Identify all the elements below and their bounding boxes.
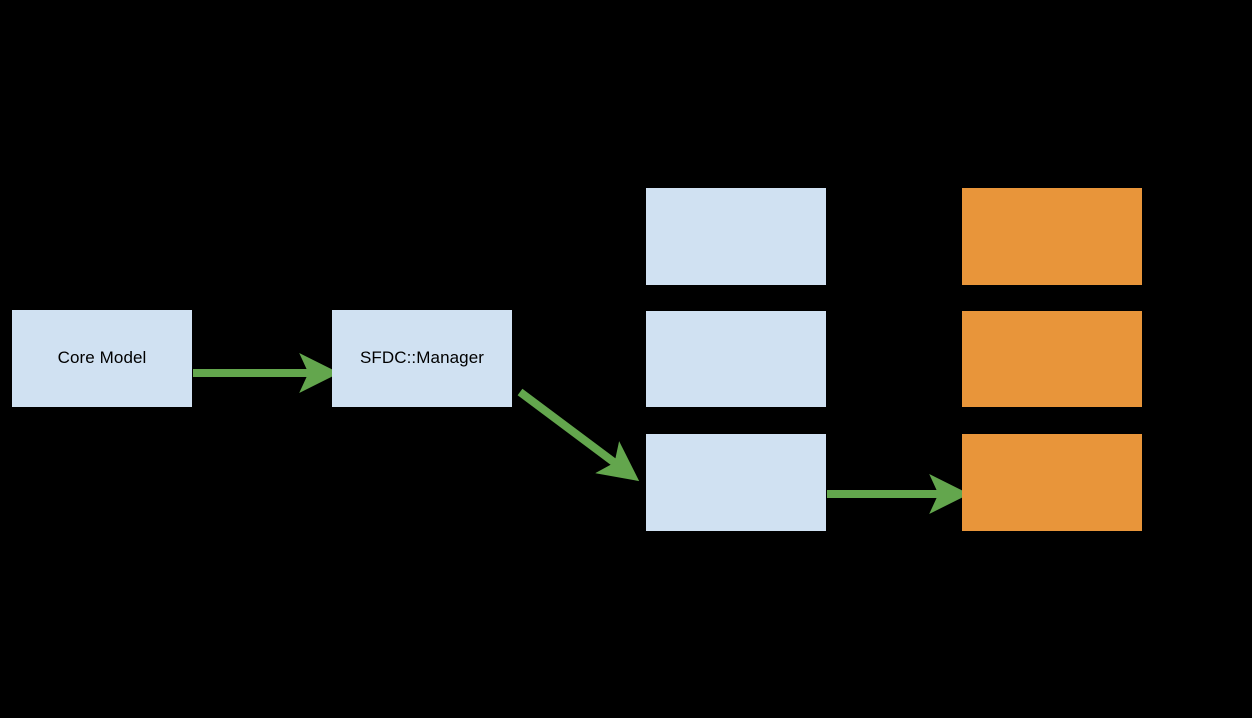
edge-core-to-sfdc[interactable] bbox=[193, 365, 330, 382]
node-core-model-label: Core Model bbox=[57, 348, 147, 368]
node-sfdc-manager[interactable]: SFDC::Manager bbox=[332, 310, 512, 407]
node-sfdc-manager-label: SFDC::Manager bbox=[359, 348, 485, 368]
edge-blue-box-3-to-orange-box-3[interactable] bbox=[827, 486, 960, 503]
node-blue-box-1[interactable] bbox=[646, 188, 826, 285]
node-core-model[interactable]: Core Model bbox=[12, 310, 192, 407]
node-orange-box-3[interactable] bbox=[962, 434, 1142, 531]
node-blue-box-3[interactable] bbox=[646, 434, 826, 531]
node-blue-box-2[interactable] bbox=[646, 311, 826, 407]
node-orange-box-1[interactable] bbox=[962, 188, 1142, 285]
node-orange-box-2[interactable] bbox=[962, 311, 1142, 407]
edge-sfdc-to-blue-box-3[interactable] bbox=[518, 390, 634, 478]
